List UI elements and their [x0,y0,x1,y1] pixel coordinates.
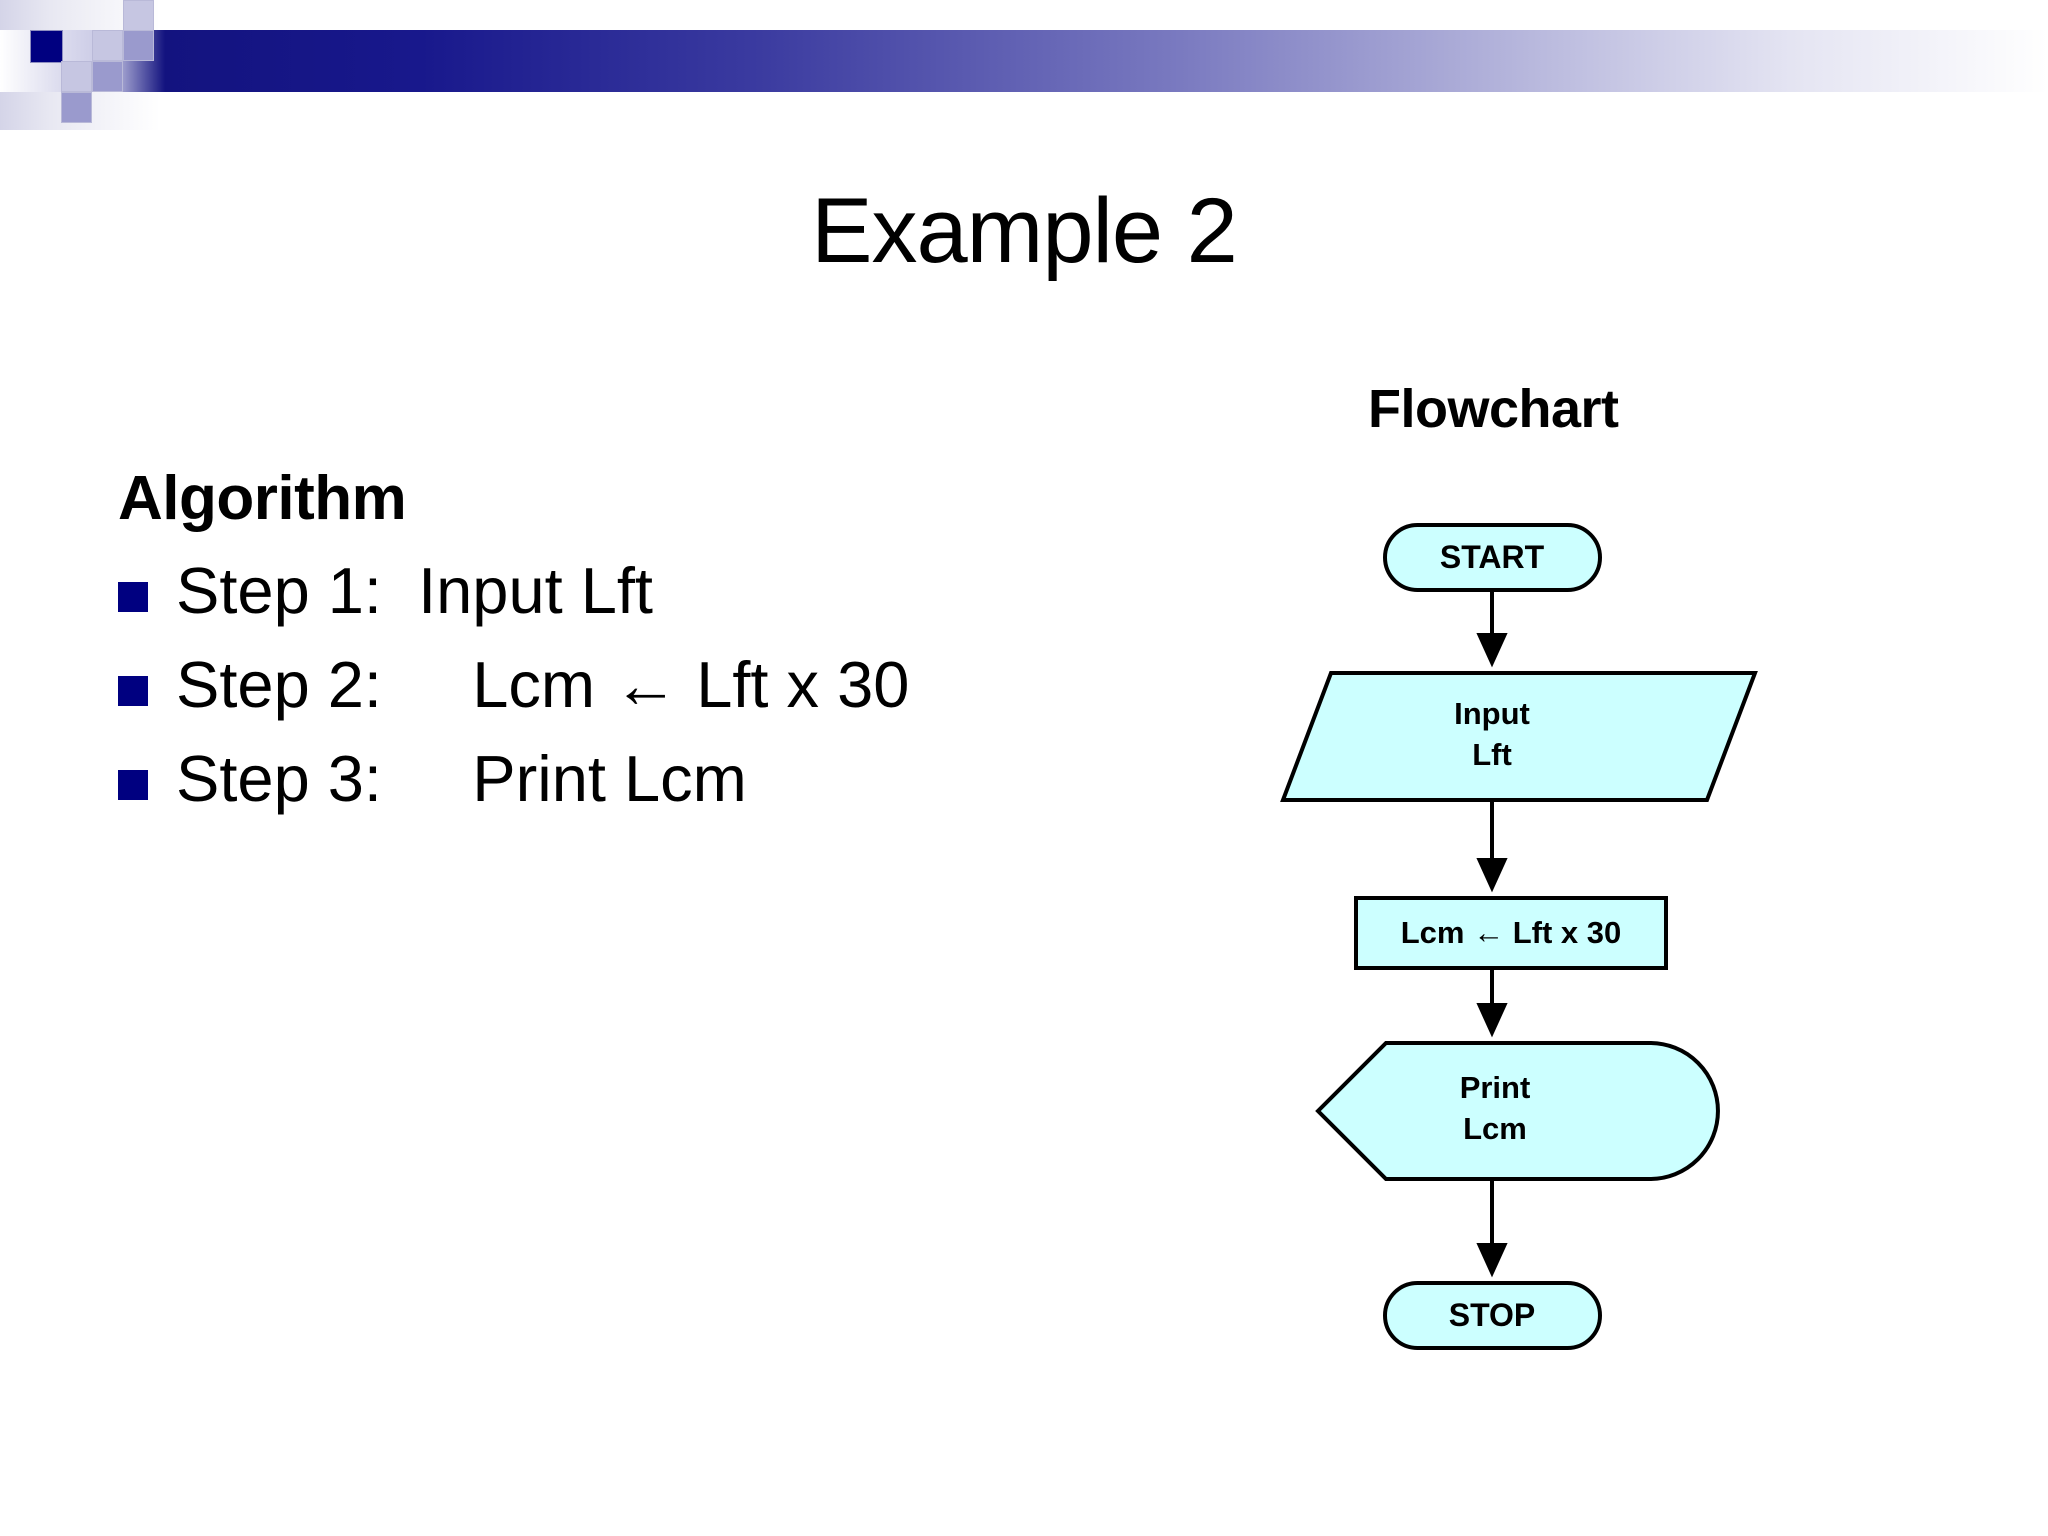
algorithm-step-3: Step 3: Print Lcm [176,742,747,816]
algorithm-step-2: Step 2: Lcm ← Lft x 30 [176,648,910,722]
algorithm-step-1: Step 1: Input Lft [176,554,653,627]
header-square-mid-upper [123,30,154,61]
algorithm-section: Algorithm Step 1: Input Lft Step 2: Lcm … [118,468,1298,839]
header-square-mid-bottom [61,92,92,123]
flowchart-stop-label: STOP [1449,1297,1536,1333]
bullet-square-icon [118,676,148,707]
header-gradient-bar [0,30,2048,92]
header-square-navy [30,30,63,63]
flowchart-node-start: START [1383,523,1602,592]
algorithm-heading: Algorithm [118,464,407,533]
list-item: Step 2: Lcm ← Lft x 30 [118,648,1298,722]
flowchart-process-label: Lcm ← Lft x 30 [1401,915,1622,950]
list-item: Step 3: Print Lcm [118,744,1298,814]
flowchart-heading: Flowchart [1368,379,1619,439]
flowchart-node-stop: STOP [1383,1281,1602,1350]
page-title: Example 2 [811,180,1238,282]
header-square-mid-lower [92,61,123,92]
header-square-light-top [123,0,154,31]
header-square-light-upper [92,30,123,61]
flowchart-node-process: Lcm ← Lft x 30 [1354,896,1668,970]
bullet-square-icon [118,582,148,612]
header-decoration [0,0,2048,130]
flowchart-start-label: START [1440,539,1545,575]
flowchart-diagram: START Input Lft Lcm ← Lft x 30 Print Lcm… [1230,510,1810,1370]
flowchart-input-label-line1: Input [1454,696,1530,731]
bullet-square-icon [118,770,148,801]
flowchart-node-output: Print Lcm [1315,1041,1720,1181]
flowchart-output-label-line1: Print [1460,1070,1531,1105]
flowchart-input-label-line2: Lft [1472,737,1512,772]
header-square-light-lower [61,61,92,92]
flowchart-output-label-line2: Lcm [1463,1111,1527,1146]
list-item: Step 1: Input Lft [118,554,1298,627]
flowchart-node-input: Input Lft [1280,671,1758,802]
